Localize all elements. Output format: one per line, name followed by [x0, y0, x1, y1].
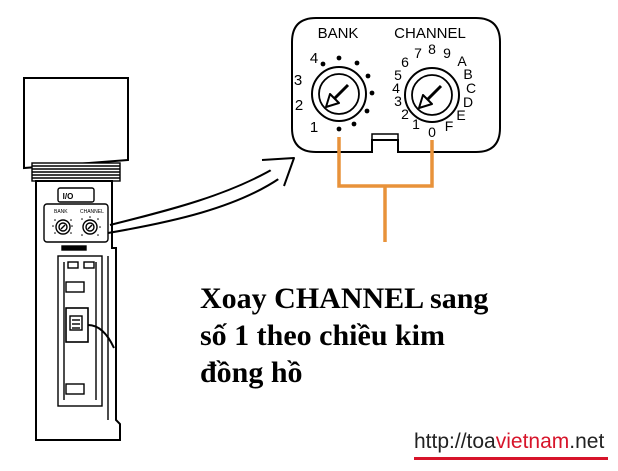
watermark-underline: [414, 457, 608, 460]
watermark-brand: vietnam: [495, 430, 570, 453]
bank-rotary-switch-icon: [311, 55, 375, 132]
bank-number-2: 2: [295, 97, 303, 114]
caption-line-2: số 1 theo chiều kim: [200, 319, 446, 352]
channel-number-9: 9: [443, 45, 451, 61]
channel-letter-c: C: [466, 80, 476, 96]
channel-number-4: 4: [392, 80, 400, 96]
channel-number-5: 5: [394, 67, 402, 83]
bank-number-3: 3: [294, 72, 302, 89]
dial-connector-lines: [337, 137, 434, 242]
channel-number-7: 7: [414, 45, 422, 61]
bank-number-1: 1: [310, 119, 318, 136]
instruction-caption: Xoay CHANNEL sang số 1 theo chiều kim đồ…: [200, 280, 590, 391]
channel-number-6: 6: [401, 54, 409, 70]
channel-number-3: 3: [394, 93, 402, 109]
channel-letter-a: A: [457, 53, 467, 69]
bank-number-4: 4: [310, 50, 318, 67]
channel-number-0: 0: [428, 124, 436, 140]
arrow-icon: [107, 157, 295, 234]
channel-letter-e: E: [456, 107, 465, 123]
bank-label: BANK: [318, 25, 359, 42]
channel-letter-b: B: [463, 66, 472, 82]
module-channel-label: CHANNEL: [80, 209, 104, 215]
channel-rotary-switch-icon: [404, 67, 460, 123]
watermark-prefix: http://toa: [414, 430, 496, 453]
module-io-label: I/O: [63, 192, 74, 201]
module-bank-label: BANK: [54, 209, 68, 215]
watermark-url: http://toavietnam.net: [414, 430, 604, 454]
channel-number-1: 1: [412, 116, 420, 132]
watermark-suffix: .net: [569, 430, 605, 453]
caption-line-1: Xoay CHANNEL sang: [200, 282, 489, 315]
channel-letter-d: D: [463, 94, 473, 110]
io-module: [23, 77, 129, 441]
channel-label: CHANNEL: [394, 25, 466, 42]
channel-number-2: 2: [401, 106, 409, 122]
caption-line-3: đồng hồ: [200, 356, 303, 389]
channel-letter-f: F: [445, 118, 454, 134]
channel-number-8: 8: [428, 41, 436, 57]
